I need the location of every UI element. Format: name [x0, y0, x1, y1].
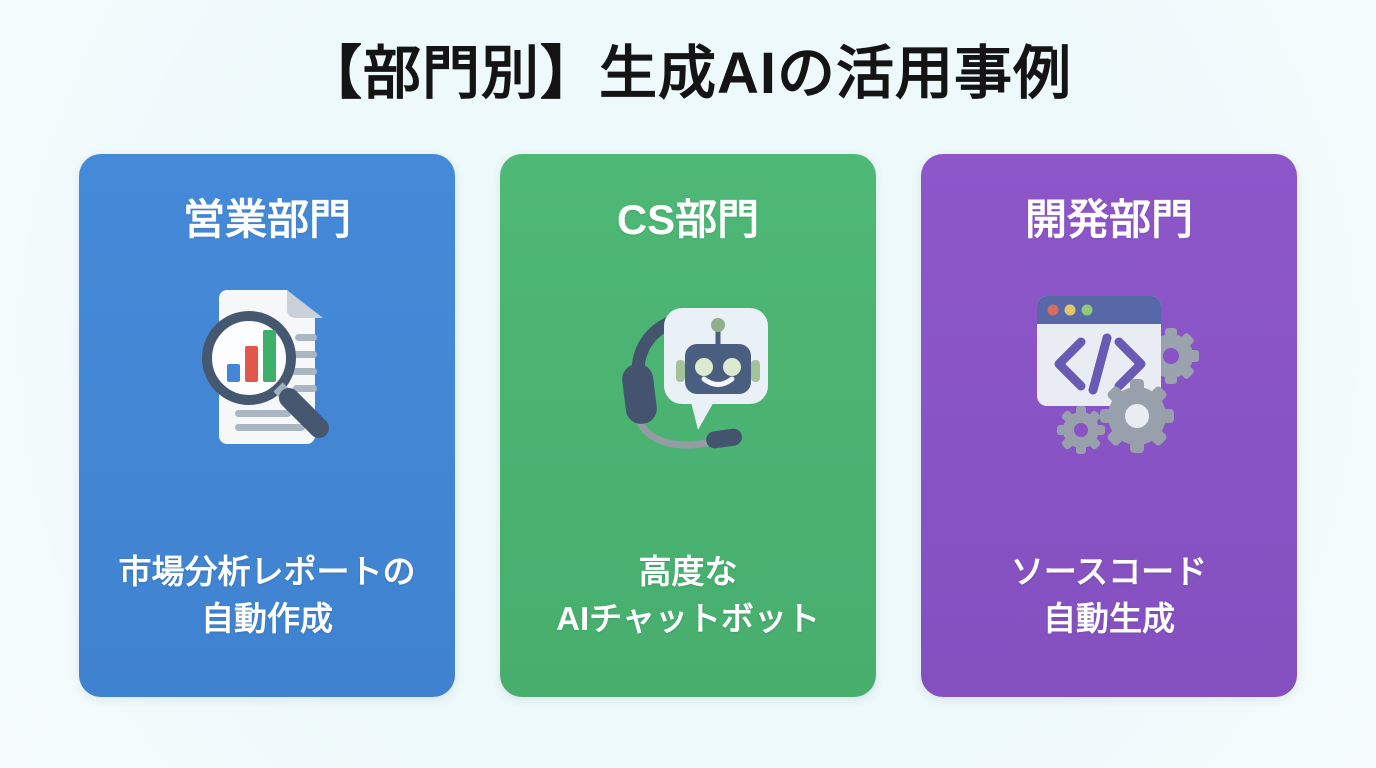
description-line: 市場分析レポートの	[118, 553, 416, 590]
description-line: 高度な	[638, 553, 738, 590]
document-magnifier-chart-icon	[202, 290, 329, 444]
description-line: ソースコード	[1010, 553, 1208, 590]
card-description-dev: ソースコード 自動生成	[1011, 549, 1207, 643]
market-analysis-report-icon	[172, 273, 362, 463]
department-cards: 営業部門 市場分析レポー	[0, 154, 1376, 697]
card-title-sales: 営業部門	[182, 196, 351, 243]
description-line: 自動作成	[201, 599, 333, 637]
card-cs-department: CS部門	[500, 154, 876, 697]
card-sales-department: 営業部門 市場分析レポー	[79, 154, 455, 697]
page-title: 【部門別】生成AIの活用事例	[303, 41, 1072, 106]
card-title-dev: 開発部門	[1024, 196, 1193, 243]
card-dev-department: 開発部門	[921, 154, 1297, 697]
description-line: 自動生成	[1042, 599, 1175, 637]
description-line: AIチャットボット	[556, 599, 820, 637]
card-description-cs: 高度な AIチャットボット	[556, 549, 820, 643]
card-title-cs: CS部門	[616, 196, 760, 243]
headset-robot-bubble-icon	[622, 308, 768, 449]
card-description-sales: 市場分析レポートの 自動作成	[119, 549, 416, 643]
code-window-gears-graphic	[1037, 296, 1199, 454]
code-window-gears-icon	[1014, 273, 1204, 463]
headset-chatbot-icon	[593, 273, 783, 463]
